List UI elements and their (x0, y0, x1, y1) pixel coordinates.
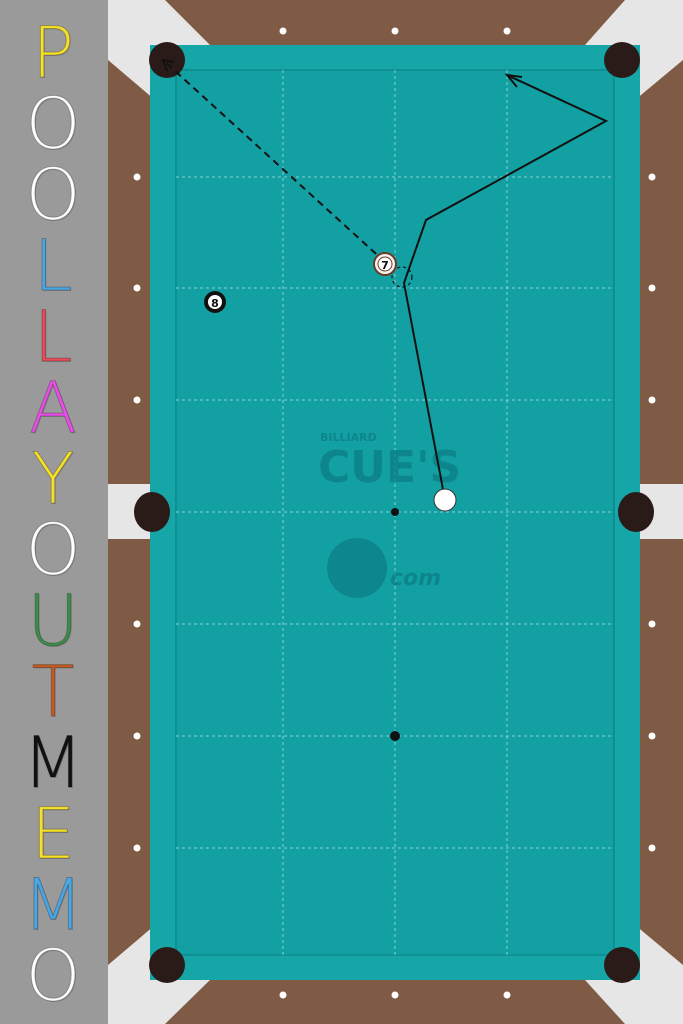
title-letter: O (25, 83, 81, 165)
title-letter: A (29, 367, 78, 449)
object-path-arrowhead (161, 58, 175, 72)
watermark-domain-text: com (390, 566, 441, 591)
title-letter: O (25, 154, 81, 236)
title-letter: E (30, 793, 76, 875)
eight-ball-number: 8 (211, 297, 219, 310)
center-spot (391, 508, 399, 516)
title-letter: O (25, 935, 81, 1017)
pockets (134, 42, 654, 983)
pocket-side-left (134, 492, 170, 532)
watermark: BILLIARD CUE'S com (318, 431, 461, 598)
object-ball-path (162, 59, 386, 263)
cue-path-arrowhead (504, 73, 523, 88)
seven-ball-number: 7 (381, 259, 389, 272)
title-letter: M (22, 864, 84, 946)
foot-spot (390, 731, 400, 741)
cue-ball[interactable] (433, 488, 457, 512)
ghost-ball (391, 266, 413, 288)
cue-ball-path (402, 74, 609, 501)
seven-ball[interactable]: 7 (373, 252, 397, 276)
title-letter: O (25, 509, 81, 591)
title-letter: P (31, 12, 75, 94)
title-letter: M (22, 722, 84, 804)
watermark-small-text: BILLIARD (320, 431, 377, 444)
pocket-side-right (618, 492, 654, 532)
watermark-logo-icon (327, 538, 387, 598)
pocket-bottom-right (604, 947, 640, 983)
shot-lines (161, 58, 609, 501)
title-letter: Y (31, 438, 75, 520)
title-letter: L (33, 296, 73, 378)
pocket-top-right (604, 42, 640, 78)
watermark-big-text: CUE'S (318, 442, 461, 493)
pocket-bottom-left (149, 947, 185, 983)
title-letter: L (33, 225, 73, 307)
eight-ball[interactable]: 8 (204, 291, 226, 313)
title-letter: T (31, 651, 75, 733)
rail-diamonds (133, 27, 656, 999)
title-letter: U (27, 580, 79, 662)
